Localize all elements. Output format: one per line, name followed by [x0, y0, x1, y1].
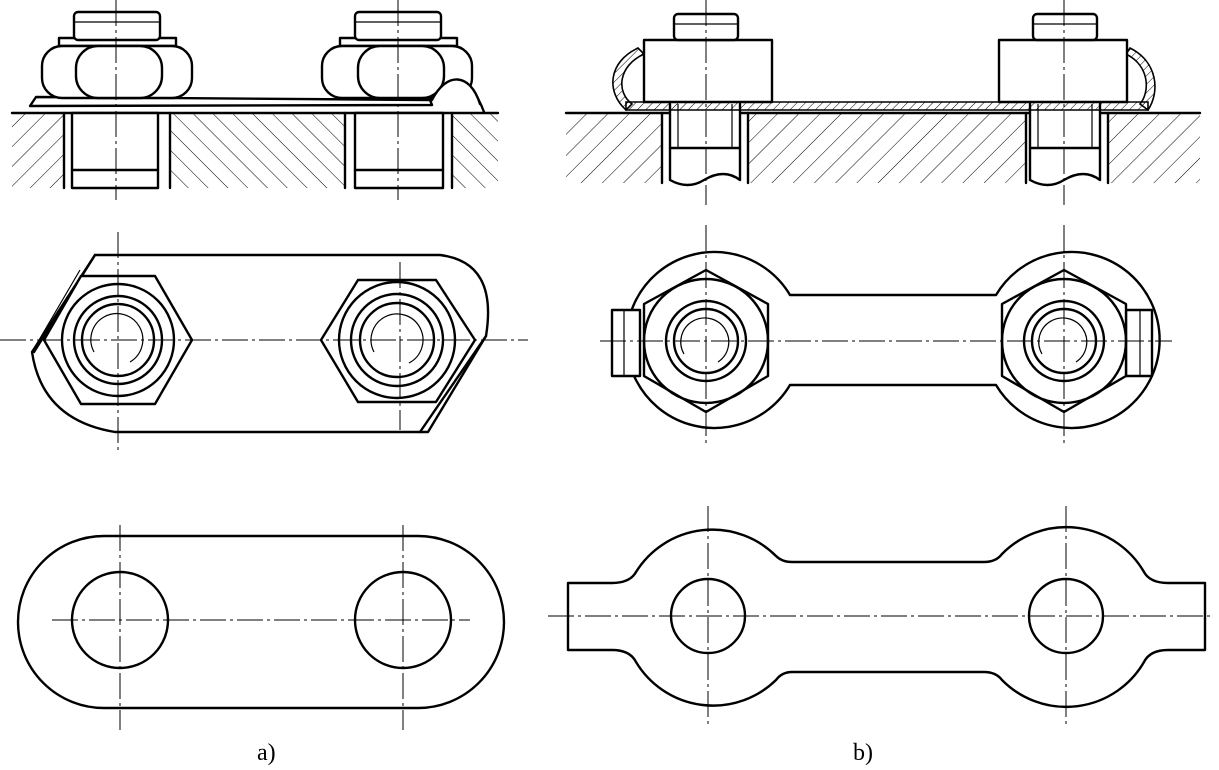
tab-washer-plate — [28, 95, 434, 108]
bolt-hole-left — [62, 111, 172, 190]
washer-flat-outline — [16, 534, 506, 710]
base-hatch-b-left — [566, 113, 662, 183]
view-a-washer-flat — [16, 525, 506, 730]
base-hatch-b-middle — [748, 113, 1026, 183]
base-hatch-middle — [170, 113, 345, 188]
nut-b-right — [997, 12, 1129, 104]
tab-washer-b-tab-right — [1124, 46, 1156, 112]
view-b-section — [564, 0, 1202, 205]
hex-nut-right — [320, 10, 482, 106]
hex-nut-left — [40, 10, 194, 100]
base-hatch-left — [12, 113, 64, 188]
view-a-section — [10, 0, 500, 200]
washer-b-flat-outline — [566, 525, 1207, 709]
bolt-hole-right — [343, 111, 454, 190]
view-b-plan — [600, 225, 1172, 445]
nut-b-left — [642, 12, 774, 104]
label-b: b) — [853, 740, 873, 766]
view-b-washer-flat — [548, 506, 1210, 728]
tab-washer-b-tab-left — [612, 47, 646, 112]
base-hatch-b-right — [1108, 113, 1200, 183]
view-a-plan — [0, 232, 528, 452]
bolt-b-right — [1024, 102, 1110, 187]
label-a: a) — [257, 740, 276, 766]
base-hatch-right — [452, 113, 498, 188]
bolt-b-left — [660, 102, 750, 187]
